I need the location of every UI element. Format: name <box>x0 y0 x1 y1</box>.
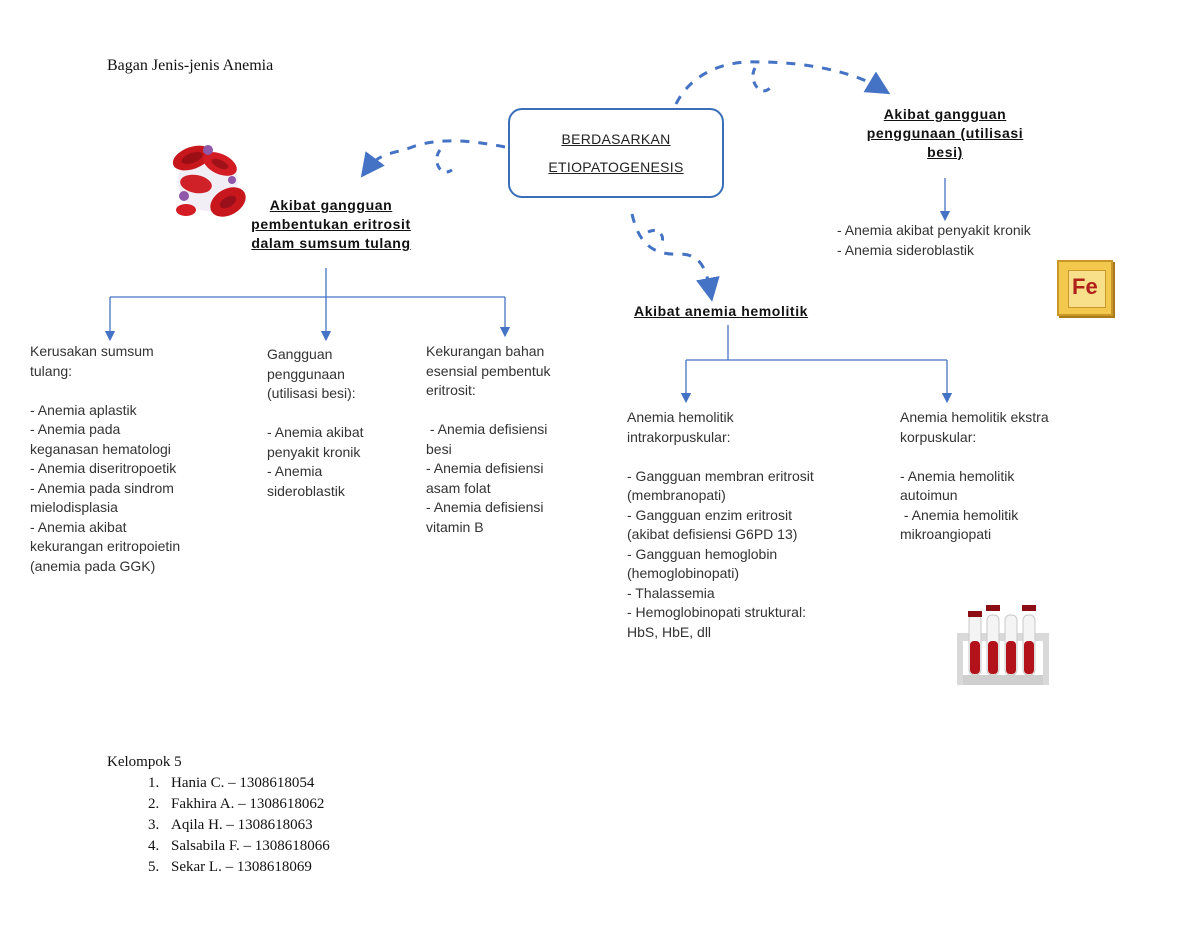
list-item: - Anemia akibat <box>30 518 127 535</box>
list-item: - Gangguan membran eritrosit <box>627 467 814 484</box>
list-item: - Anemia hemolitik <box>900 467 1015 484</box>
list-item: mikroangiopati <box>900 526 992 542</box>
arrow-loop-bottom <box>647 229 664 248</box>
text-line: Kerusakan sumsum <box>30 343 154 359</box>
iron-element-tile: Fe <box>1057 260 1113 316</box>
iron-use-heading-2: penggunaan (utilisasi <box>866 125 1024 141</box>
bone-marrow-heading: Akibat gangguan pembentukan eritrosit da… <box>232 196 430 253</box>
bone-marrow-damage-list: Kerusakan sumsum tulang: - Anemia aplast… <box>30 342 180 576</box>
list-item: penyakit kronik <box>267 443 361 460</box>
text-line: penggunaan <box>267 365 345 382</box>
arrow-loop-right <box>751 67 772 93</box>
text-line: eritrosit: <box>426 382 476 398</box>
member-list: Hania C. – 1308618054 Fakhira A. – 13086… <box>107 773 330 878</box>
iron-use-heading-1: Akibat gangguan <box>883 106 1007 122</box>
iron-use-list: - Anemia akibat penyakit kronik - Anemia… <box>837 221 1031 260</box>
list-item: asam folat <box>426 479 491 496</box>
member-item: Aqila H. – 1308618063 <box>163 815 330 836</box>
list-item: - Anemia defisiensi <box>426 499 544 515</box>
member-item: Salsabila F. – 1308618066 <box>163 836 330 857</box>
iron-use-heading-3: besi) <box>927 144 963 160</box>
center-label-2: ETIOPATOGENESIS <box>548 159 684 175</box>
list-item: - Anemia defisiensi <box>426 460 544 476</box>
list-item: (membranopati) <box>627 487 726 503</box>
list-item: kekurangan eritropoietin <box>30 538 181 554</box>
intracorpuscular-list: Anemia hemolitik intrakorpuskular: - Gan… <box>627 408 814 642</box>
document-title: Bagan Jenis-jenis Anemia <box>107 57 274 74</box>
blood-cells-image <box>172 145 246 217</box>
list-item: - Thalassemia <box>627 584 715 601</box>
text-line: Gangguan <box>267 346 333 362</box>
iron-utilization-list: Gangguan penggunaan (utilisasi besi): - … <box>267 345 364 501</box>
essential-deficiency-list: Kekurangan bahan esensial pembentuk erit… <box>426 342 551 537</box>
list-item: - Hemoglobinopati struktural: <box>627 604 806 620</box>
arrow-to-hemolytic <box>630 213 720 302</box>
arrow-loop-left <box>435 149 453 174</box>
list-item: mielodisplasia <box>30 499 118 515</box>
member-item: Fakhira A. – 1308618062 <box>163 794 330 815</box>
text-line: (utilisasi besi): <box>267 385 356 401</box>
list-item: HbS, HbE, dll <box>627 623 712 640</box>
list-item: sideroblastik <box>267 482 345 499</box>
bone-marrow-heading-3: dalam sumsum tulang <box>251 235 411 251</box>
text-line: Anemia hemolitik ekstra <box>900 409 1049 425</box>
hemolytic-heading: Akibat anemia hemolitik <box>634 303 809 319</box>
text-line: esensial pembentuk <box>426 362 551 379</box>
center-label-1: BERDASARKAN <box>561 131 671 147</box>
text-line: Kekurangan bahan <box>426 343 545 359</box>
list-item: besi <box>426 440 452 457</box>
list-item: vitamin B <box>426 518 484 535</box>
center-node: BERDASARKAN ETIOPATOGENESIS <box>508 108 724 198</box>
list-item: keganasan hematologi <box>30 440 171 457</box>
extracorpuscular-list: Anemia hemolitik ekstra korpuskular: - A… <box>900 408 1049 545</box>
test-tubes-image <box>957 605 1049 685</box>
text-line: tulang: <box>30 362 73 379</box>
bone-marrow-heading-1: Akibat gangguan <box>269 197 393 213</box>
member-item: Sekar L. – 1308618069 <box>163 857 330 878</box>
list-item: - Gangguan enzim eritrosit <box>627 506 792 523</box>
arrow-to-iron-use <box>674 60 891 105</box>
list-item: - Anemia akibat penyakit kronik <box>837 222 1031 238</box>
text-line: intrakorpuskular: <box>627 428 731 445</box>
list-item: - Anemia pada <box>30 421 121 437</box>
list-item: (anemia pada GGK) <box>30 557 156 574</box>
list-item: - Anemia <box>267 463 323 479</box>
list-item: - Anemia hemolitik <box>900 506 1019 523</box>
bone-marrow-heading-2: pembentukan eritrosit <box>251 216 411 232</box>
list-item: autoimun <box>900 487 958 503</box>
iron-use-heading: Akibat gangguan penggunaan (utilisasi be… <box>848 105 1042 162</box>
list-item: (akibat defisiensi G6PD 13) <box>627 526 798 542</box>
member-item: Hania C. – 1308618054 <box>163 773 330 794</box>
text-line: korpuskular: <box>900 428 977 445</box>
arrow-to-bone-marrow <box>360 139 506 178</box>
list-item: (hemoglobinopati) <box>627 565 740 581</box>
list-item: - Anemia defisiensi <box>426 421 548 437</box>
iron-symbol: Fe <box>1072 274 1098 299</box>
group-section: Kelompok 5 Hania C. – 1308618054 Fakhira… <box>107 752 330 878</box>
list-item: - Anemia akibat <box>267 424 364 440</box>
group-title: Kelompok 5 <box>107 754 182 770</box>
list-item: - Anemia sideroblastik <box>837 241 974 258</box>
list-item: - Gangguan hemoglobin <box>627 545 778 562</box>
list-item: - Anemia diseritropoetik <box>30 460 177 476</box>
text-line: Anemia hemolitik <box>627 409 734 425</box>
list-item: - Anemia pada sindrom <box>30 479 174 496</box>
list-item: - Anemia aplastik <box>30 401 137 418</box>
